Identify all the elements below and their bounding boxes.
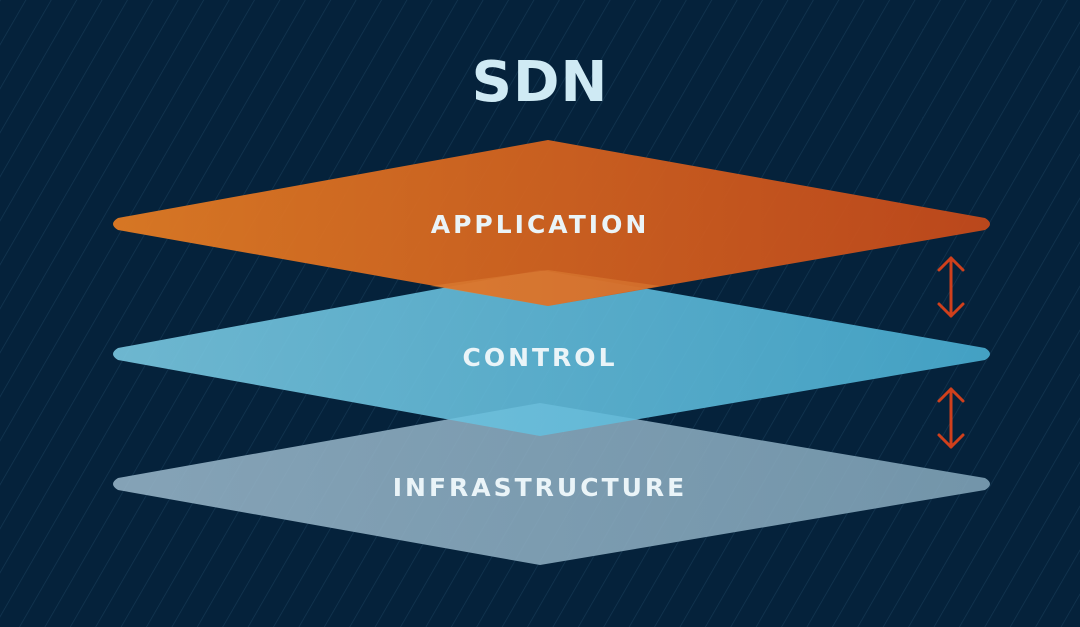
control-layer-label: CONTROL [462, 343, 618, 372]
page-title: SDN [471, 50, 609, 115]
double-arrow-icon [937, 256, 965, 318]
infrastructure-layer [113, 403, 990, 565]
application-layer-label: APPLICATION [430, 210, 650, 239]
control-layer [113, 270, 990, 436]
infrastructure-layer-label: INFRASTRUCTURE [392, 473, 688, 502]
application-control-overlap [430, 270, 660, 306]
application-layer [113, 140, 990, 306]
double-arrow-icon [937, 387, 965, 449]
